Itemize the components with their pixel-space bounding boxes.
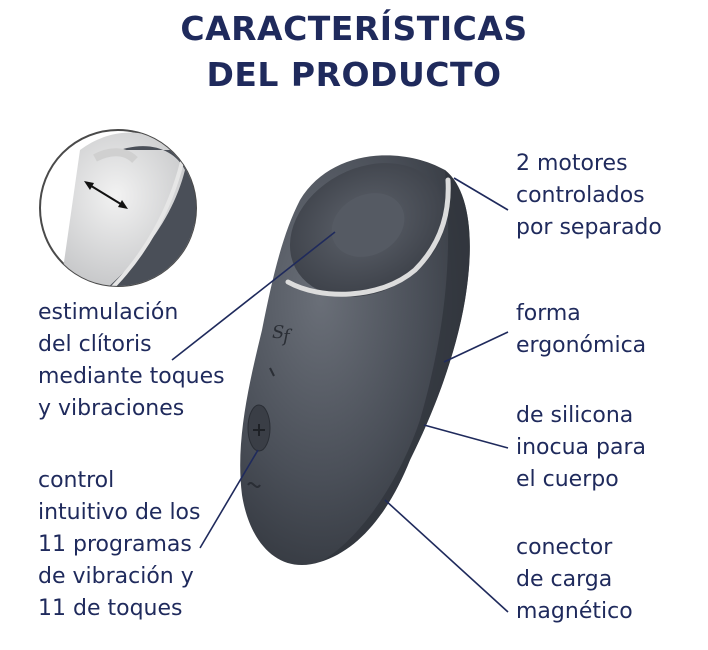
title-line-1: CARACTERÍSTICAS [180,9,528,48]
feature-control-line: intuitivo de los [38,500,201,525]
callout-lines [171,177,509,613]
line-shape [443,331,509,363]
feature-stimulation: estimulación del clítoris mediante toque… [38,297,225,425]
feature-stimulation-line: estimulación [38,300,179,325]
double-arrow-icon [84,181,128,209]
plus-icon [253,424,265,436]
feature-connector-line: de carga [516,567,613,592]
feature-motors-line: controlados [516,183,645,208]
wave-icon [247,482,261,488]
feature-motors-line: por separado [516,215,662,240]
feature-stimulation-line: mediante toques [38,364,225,389]
page-title: CARACTERÍSTICAS DEL PRODUCTO [0,6,708,98]
zoom-detail [39,129,197,287]
feature-material-line: el cuerpo [516,467,619,492]
feature-control-line: 11 de toques [38,596,183,621]
device: S f [240,155,470,566]
feature-stimulation-line: y vibraciones [38,396,185,421]
feature-connector-line: conector [516,535,613,560]
feature-control-line: control [38,468,115,493]
feature-connector: conector de carga magnético [516,532,633,628]
feature-control-line: de vibración y [38,564,194,589]
feature-control: control intuitivo de los 11 programas de… [38,465,200,625]
line-control [199,449,259,549]
feature-material-line: inocua para [516,435,647,460]
line-connector [384,499,509,613]
feature-connector-line: magnético [516,599,633,624]
title-line-2: DEL PRODUCTO [206,55,502,94]
feature-shape-line: forma [516,301,581,326]
feature-stimulation-line: del clítoris [38,332,152,357]
svg-text:S: S [272,322,284,343]
feature-motors: 2 motores controlados por separado [516,148,662,244]
line-material [423,424,509,449]
feature-material-line: de silicona [516,403,634,428]
feature-material: de silicona inocua para el cuerpo [516,400,646,496]
minus-icon [269,367,275,377]
feature-motors-line: 2 motores [516,151,628,176]
feature-shape: forma ergonómica [516,298,646,362]
feature-shape-line: ergonómica [516,333,647,358]
line-motors [453,177,509,211]
line-stimulation [171,231,336,361]
feature-control-line: 11 programas [38,532,192,557]
